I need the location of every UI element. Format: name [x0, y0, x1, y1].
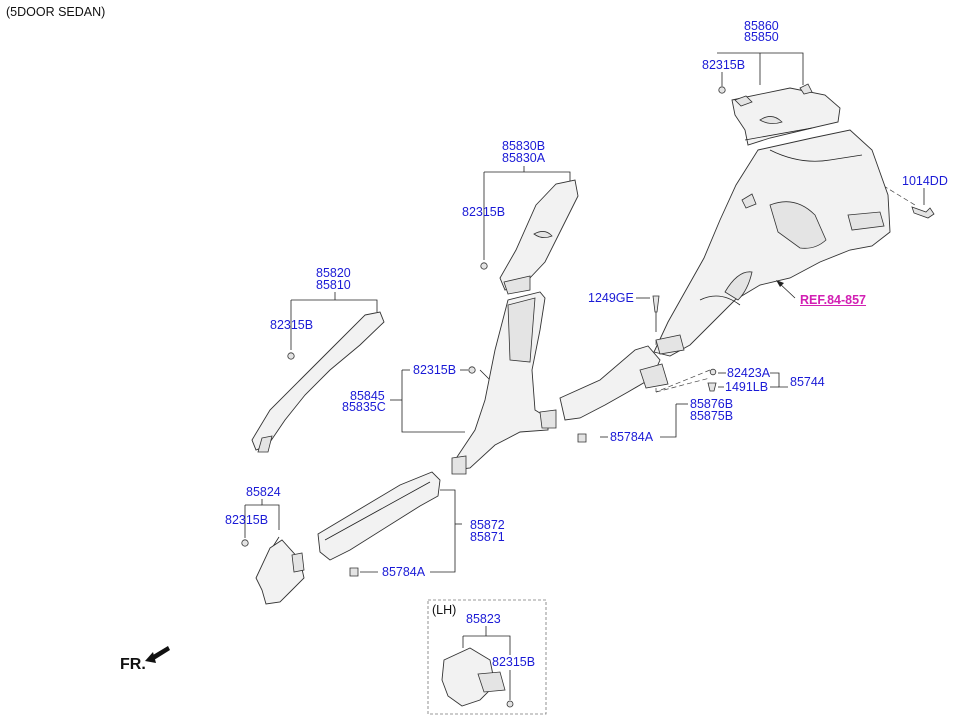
lh-kick-trim — [441, 647, 506, 707]
front-direction-label: FR. — [120, 656, 146, 673]
part-label-82315b-kick[interactable]: 82315B — [225, 513, 269, 527]
part-label-85860[interactable]: 85860 — [744, 19, 779, 33]
part-label-85872[interactable]: 85872 — [470, 518, 505, 532]
part-label-82315b-top[interactable]: 82315B — [702, 58, 746, 72]
part-label-85784a-front[interactable]: 85784A — [382, 565, 426, 579]
bolt-1014dd — [911, 206, 935, 219]
part-label-1249ge[interactable]: 1249GE — [588, 291, 634, 305]
part-label-85824[interactable]: 85824 — [246, 485, 281, 499]
lower-rear-trim — [559, 345, 669, 421]
part-label-82315b-lh[interactable]: 82315B — [492, 655, 536, 669]
lh-inset-box — [427, 599, 547, 715]
part-label-85784a-rear[interactable]: 85784A — [610, 430, 654, 444]
ref-arrow — [776, 280, 796, 299]
part-label-85875b[interactable]: 85875B — [690, 409, 734, 423]
part-label-82315b-bpillar[interactable]: 82315B — [413, 363, 457, 377]
kick-trim — [255, 539, 305, 605]
leader-lines — [244, 52, 925, 700]
part-label-85845[interactable]: 85845 — [350, 389, 385, 403]
part-label-85744[interactable]: 85744 — [790, 375, 825, 389]
part-label-85871[interactable]: 85871 — [470, 530, 505, 544]
part-label-82315b-apillar[interactable]: 82315B — [270, 318, 314, 332]
part-label-85823[interactable]: 85823 — [466, 612, 501, 626]
quarter-trim — [653, 129, 891, 357]
part-label-85830a[interactable]: 85830A — [502, 151, 546, 165]
part-label-85810[interactable]: 85810 — [316, 278, 351, 292]
rear-upper-trim — [731, 83, 841, 146]
fasteners — [241, 86, 726, 708]
part-label-85850[interactable]: 85850 — [744, 30, 779, 44]
part-label-1491lb[interactable]: 1491LB — [725, 380, 769, 394]
b-pillar-trim — [451, 291, 557, 475]
diagram-title: (5DOOR SEDAN) — [6, 5, 106, 19]
front-arrow-icon — [145, 646, 170, 663]
part-label-1014dd[interactable]: 1014DD — [902, 174, 948, 188]
front-scuff-trim — [317, 471, 441, 561]
part-label-82315b-cpillar[interactable]: 82315B — [462, 205, 506, 219]
lh-inset-label: (LH) — [432, 603, 457, 617]
c-pillar-trim — [499, 179, 579, 295]
part-label-85830b[interactable]: 85830B — [502, 139, 546, 153]
part-label-85820[interactable]: 85820 — [316, 266, 351, 280]
part-label-85835c[interactable]: 85835C — [342, 400, 386, 414]
part-label-82423a[interactable]: 82423A — [727, 366, 771, 380]
ref-link[interactable]: REF.84-857 — [800, 293, 867, 307]
a-pillar-trim — [251, 311, 385, 453]
part-label-85876b[interactable]: 85876B — [690, 397, 734, 411]
